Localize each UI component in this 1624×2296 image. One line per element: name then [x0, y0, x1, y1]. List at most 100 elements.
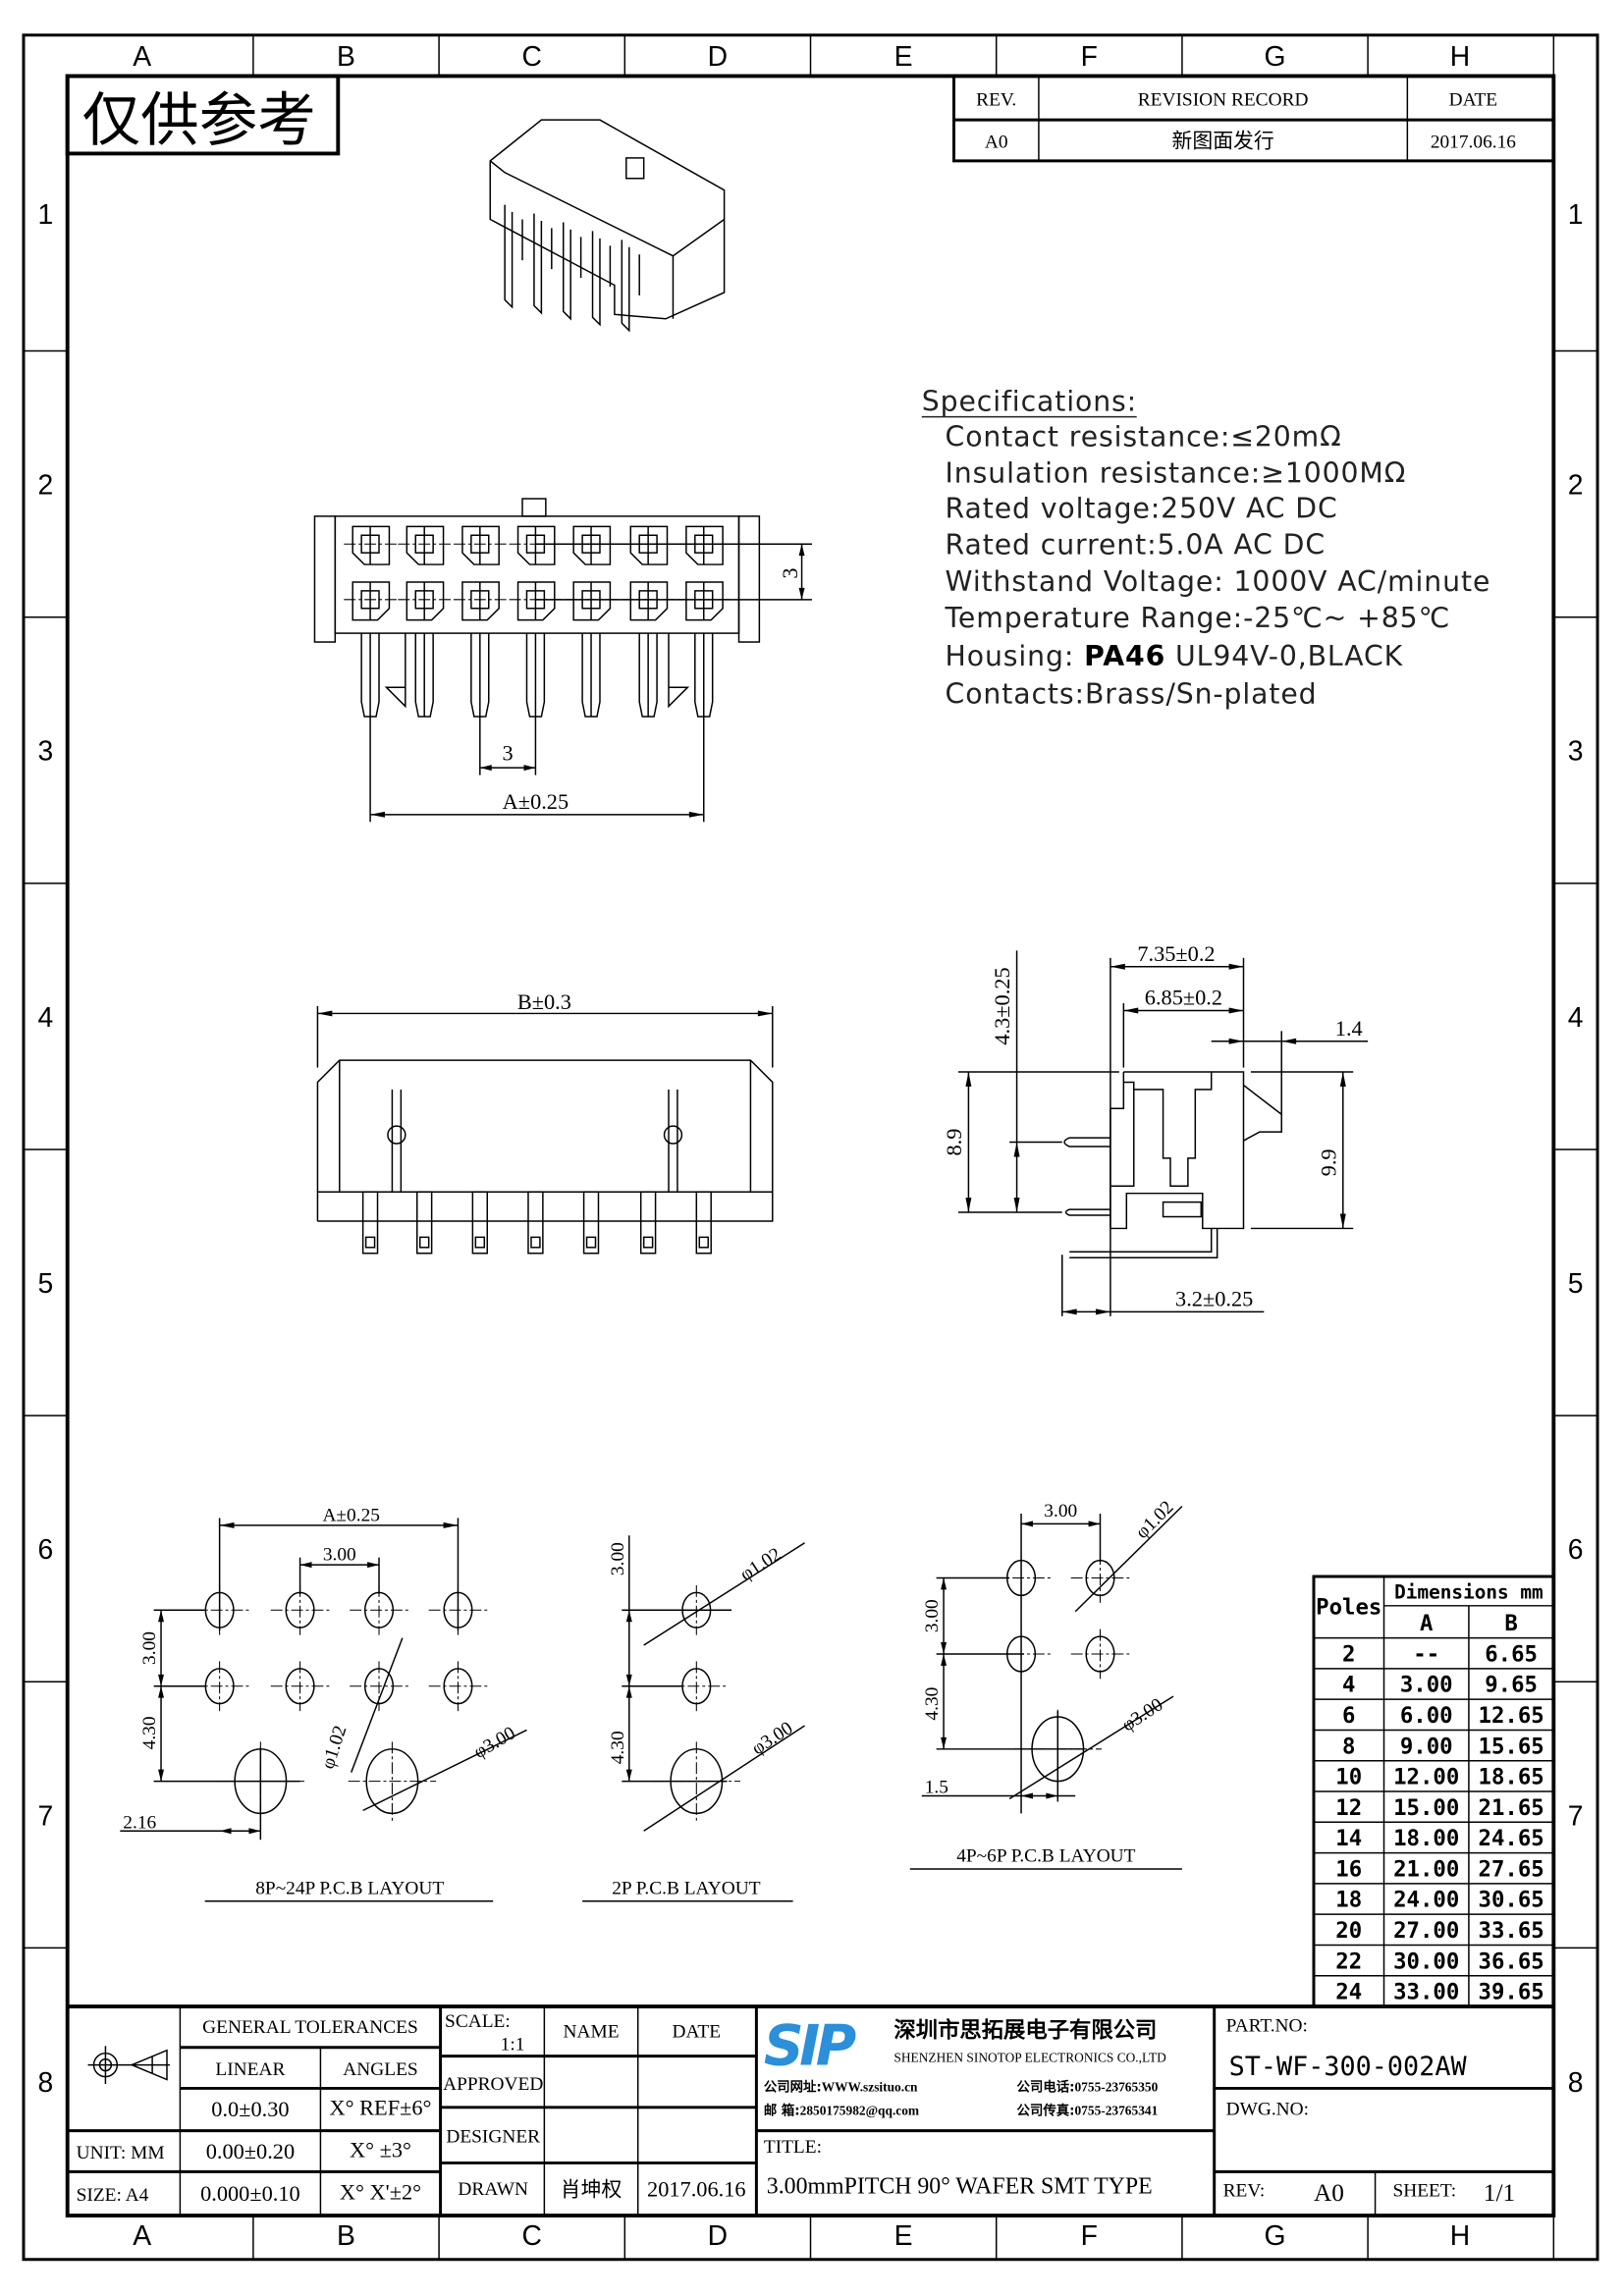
row-label-1: 1: [1568, 198, 1584, 230]
scale-label: SCALE:: [445, 2011, 511, 2032]
row-label-4: 4: [1568, 1001, 1584, 1033]
front-view: 3 3 A±0.25: [313, 498, 812, 823]
drawn-label: DRAWN: [458, 2179, 528, 2200]
pcb-two-row-label: 3.00: [608, 1542, 628, 1575]
pcb-large-row-label: 3.00: [139, 1631, 160, 1665]
column-label-D: D: [708, 2219, 728, 2251]
iso-pin: [621, 240, 630, 333]
row-label-6: 6: [37, 1533, 53, 1565]
depth-735-label: 7.35±0.2: [1137, 941, 1215, 966]
poles-cell: 16: [1335, 1856, 1362, 1882]
row-label-3: 3: [1568, 735, 1584, 767]
revision-record-header: REVISION RECORD: [1138, 89, 1309, 110]
poles-cell: 10: [1335, 1765, 1362, 1790]
depth-685-label: 6.85±0.2: [1145, 985, 1222, 1009]
date-header: DATE: [1449, 89, 1497, 110]
smt-pin: [695, 1191, 712, 1255]
pcb-layout-2p: 3.00 4.30 φ1.02 φ3.00 2P P.C.B LAYOUT: [582, 1535, 805, 1902]
dim-b-cell: 36.65: [1479, 1949, 1544, 1974]
smt-pad: [474, 1236, 486, 1249]
dim-b-cell: 27.65: [1479, 1856, 1544, 1882]
width-a-label: A±0.25: [503, 789, 568, 814]
projection-symbol-icon: [87, 2046, 170, 2084]
pcb-layout-4p-6p: 3.00 φ1.02 3.00 4.30 1.5 φ3.00 4P~6P P.C…: [909, 1497, 1183, 1870]
part-number: ST-WF-300-002AW: [1229, 2052, 1468, 2082]
specifications: Specifications: Contact resistance:≤20mΩ…: [922, 386, 1491, 711]
title-block: GENERAL TOLERANCES LINEAR ANGLES 0.0±0.3…: [67, 2004, 1554, 2216]
phone-label: 公司电话:: [1017, 2078, 1075, 2095]
cavity: [352, 525, 391, 565]
pcb-large-hole-label: φ1.02: [318, 1723, 352, 1771]
smt-pad: [418, 1236, 430, 1249]
website-label: 公司网址:: [764, 2078, 822, 2095]
row-label-6: 6: [1568, 1533, 1584, 1565]
pcb-large-title: 8P~24P P.C.B LAYOUT: [255, 1878, 444, 1898]
isometric-view: [489, 119, 726, 333]
pcb-large-pitch-label: 3.00: [323, 1545, 356, 1566]
pcb-four-hole-label: φ1.02: [1132, 1497, 1178, 1543]
smt-pad: [530, 1236, 541, 1249]
angles-label: ANGLES: [343, 2059, 417, 2080]
stamp-text: 仅供参考: [82, 87, 316, 155]
pcb-large-a-label: A±0.25: [322, 1505, 380, 1525]
col-b-header: B: [1504, 1611, 1517, 1636]
side-view: 7.35±0.2 6.85±0.2 1.4 8.9 4.3±0.25 9.9 3…: [942, 941, 1369, 1316]
row-label-2: 2: [37, 469, 53, 501]
spec-withstand-voltage: Withstand Voltage: 1000V AC/minute: [946, 565, 1491, 598]
dim-a-cell: 9.00: [1400, 1734, 1453, 1759]
column-label-E: E: [894, 2219, 913, 2251]
pcb-four-pitch-label: 3.00: [1044, 1501, 1077, 1522]
cavity: [516, 581, 556, 621]
pcb-four-x-offset-label: 1.5: [925, 1778, 948, 1798]
cavity: [572, 581, 612, 621]
dim-b-cell: 33.65: [1479, 1918, 1544, 1944]
height-99-label: 9.9: [1316, 1148, 1340, 1176]
dim-a-cell: --: [1413, 1641, 1439, 1667]
dim-b-cell: 39.65: [1479, 1980, 1544, 2005]
column-label-H: H: [1450, 40, 1470, 72]
smt-pin: [361, 1191, 379, 1255]
column-label-C: C: [521, 2219, 541, 2251]
dim-b-cell: 24.65: [1479, 1826, 1544, 1851]
iso-pin: [591, 231, 601, 327]
name-header: NAME: [564, 2021, 620, 2042]
spec-contact-resistance: Contact resistance:≤20mΩ: [946, 420, 1342, 453]
pcb-two-peg-label: φ3.00: [748, 1718, 796, 1759]
cavity: [461, 581, 500, 621]
cavity: [516, 525, 556, 565]
website-line: 公司网址:WWW.szsituo.cn: [764, 2078, 918, 2095]
company-logo: SIP 深圳市思拓展电子有限公司 SHENZHEN SINOTOP ELECTR…: [764, 2014, 1166, 2119]
pcb-four-title: 4P~6P P.C.B LAYOUT: [956, 1846, 1135, 1867]
pcb-two-hole-label: φ1.02: [736, 1544, 785, 1585]
dim-a-cell: 3.00: [1400, 1673, 1453, 1698]
row-label-7: 7: [37, 1799, 53, 1831]
row-label-7: 7: [1568, 1799, 1584, 1831]
tolerance-linear-3: 0.000±0.10: [200, 2181, 300, 2206]
dimensions-header: Dimensions mm: [1394, 1580, 1543, 1603]
height-43-label: 4.3±0.25: [990, 967, 1014, 1044]
designer-label: DESIGNER: [446, 2127, 540, 2148]
row-pitch-label: 3: [778, 567, 802, 578]
height-89-label: 8.9: [942, 1129, 966, 1156]
phone-line: 公司电话:0755-23765350: [1017, 2078, 1159, 2095]
revision-date: 2017.06.16: [1431, 132, 1516, 152]
column-label-F: F: [1081, 2219, 1098, 2251]
iso-pin: [533, 213, 543, 315]
row-label-5: 5: [37, 1267, 53, 1299]
revision-description: 新图面发行: [1172, 129, 1274, 152]
smt-pin: [582, 1191, 600, 1255]
pcb-large-peg-label: φ3.00: [470, 1723, 519, 1763]
scale-value: 1:1: [501, 2035, 525, 2056]
cavity: [352, 581, 391, 621]
tolerance-angle-2: X° ±3°: [350, 2137, 411, 2162]
housing-suffix: UL94V-0,BLACK: [1165, 640, 1403, 672]
unit-label: UNIT: MM: [77, 2143, 165, 2163]
cavity: [406, 525, 445, 565]
sheet-value: 1/1: [1484, 2179, 1515, 2207]
pcb-layout-8p-24p: A±0.25 3.00 3.00 4.30 2.16 φ1.02 φ3.00 8…: [120, 1505, 527, 1902]
spec-title: Specifications:: [922, 386, 1137, 418]
poles-cell: 24: [1335, 1980, 1362, 2005]
drawn-date: 2017.06.16: [647, 2177, 745, 2202]
dim-a-cell: 15.00: [1393, 1795, 1459, 1821]
poles-cell: 6: [1342, 1703, 1355, 1729]
